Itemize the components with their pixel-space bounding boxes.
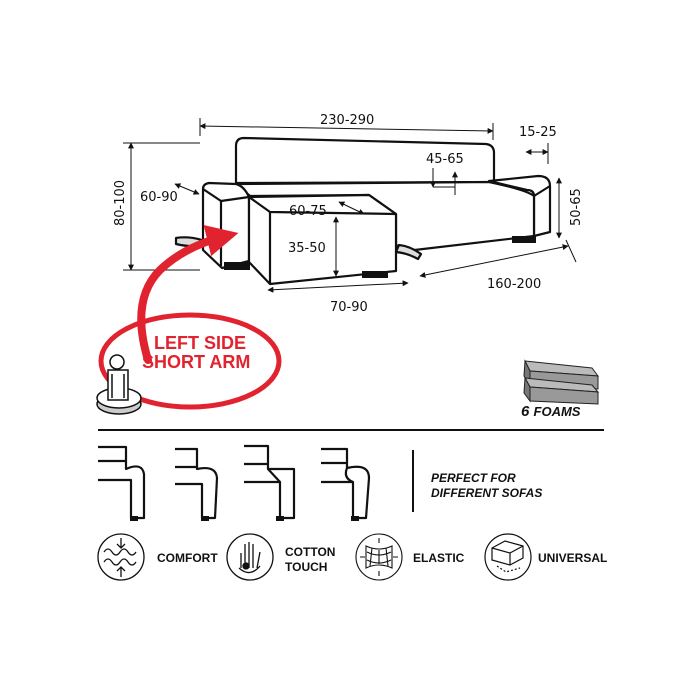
feature-touch-label: TOUCH (285, 560, 327, 574)
person-figure (96, 354, 142, 415)
compatibility-line2: DIFFERENT SOFAS (431, 486, 542, 500)
dim-arm-width: 15-25 (519, 125, 557, 140)
arm-styles (98, 444, 371, 521)
orientation-callout: LEFT SIDE SHORT ARM (96, 225, 282, 415)
foams-text: FOAMS (534, 404, 581, 419)
feature-universal-label: UNIVERSAL (538, 551, 607, 565)
dim-chaise-width: 70-90 (330, 300, 368, 315)
dim-seat-height: 35-50 (288, 241, 326, 256)
sofa-drawing (174, 136, 552, 286)
dim-arm-height: 50-65 (569, 188, 584, 226)
arm-style-2 (175, 447, 219, 521)
sofa-cover-icon (484, 533, 532, 581)
red-ellipse (98, 312, 282, 410)
dim-chaise-arm: 60-90 (140, 190, 178, 205)
hand-icon (226, 533, 274, 581)
dim-chaise-length: 160-200 (487, 277, 541, 292)
dimension-lines (123, 118, 577, 293)
feature-cotton-touch: COTTON TOUCH (226, 533, 335, 581)
feature-cotton-label: COTTON (285, 545, 335, 559)
feature-elastic: ELASTIC (355, 533, 465, 581)
foams-graphic (523, 359, 600, 405)
feature-universal: UNIVERSAL (484, 533, 607, 581)
compatibility-line1: PERFECT FOR (431, 471, 516, 485)
dim-overall-height: 80-100 (113, 180, 128, 226)
orientation-line1: LEFT SIDE (154, 333, 246, 353)
dim-back-height: 45-65 (426, 152, 464, 167)
elastic-icon (355, 533, 403, 581)
comfort-icon (97, 533, 145, 581)
arm-style-4 (321, 447, 371, 521)
orientation-line2: SHORT ARM (142, 352, 250, 372)
arm-style-1 (98, 445, 146, 521)
dim-total-width: 230-290 (320, 113, 374, 128)
sofa-backrest (234, 136, 496, 185)
foams-label: 6 FOAMS (521, 403, 581, 420)
feature-comfort-label: COMFORT (157, 551, 218, 565)
sofa-left-arm (201, 181, 251, 270)
dim-seat-width: 60-75 (289, 204, 327, 219)
feature-comfort: COMFORT (97, 533, 218, 581)
feature-elastic-label: ELASTIC (413, 551, 465, 565)
arm-style-3 (244, 444, 296, 521)
red-arrow (137, 225, 239, 364)
foams-count: 6 (521, 403, 530, 420)
